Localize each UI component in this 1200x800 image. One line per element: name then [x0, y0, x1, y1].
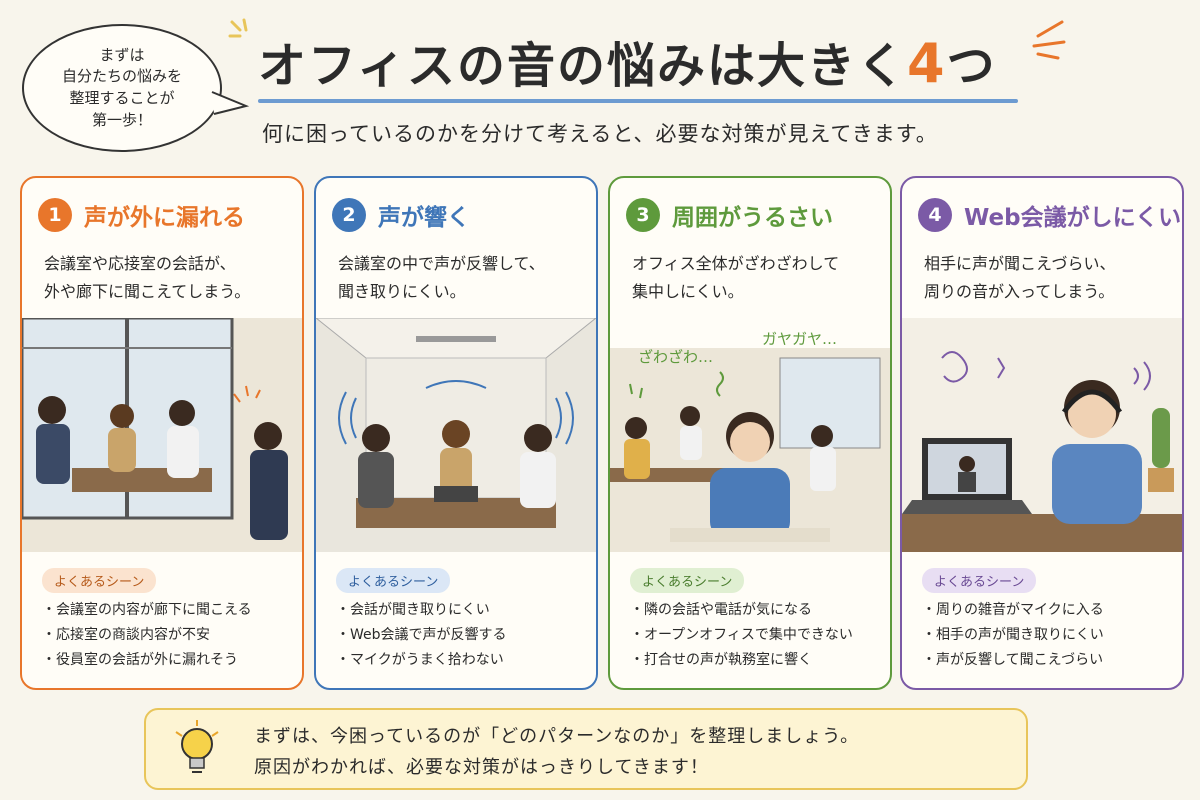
list-item: 会議室の内容が廊下に聞こえる [42, 598, 252, 623]
card-description: 会議室や応接室の会話が、 外や廊下に聞こえてしまう。 [44, 250, 294, 306]
meeting-room-illustration [22, 318, 302, 552]
title-suffix: つ [946, 38, 997, 94]
card-header: 2 声が響く [332, 198, 470, 232]
title-main: オフィスの音の悩みは大きく [258, 38, 908, 94]
card-number: 4 [918, 198, 952, 232]
desc-line: オフィス全体がざわざわして [632, 254, 840, 273]
card-header: 4 Web会議がしにくい [918, 198, 1181, 232]
scene-list: 会話が聞き取りにくい Web会議で声が反響する マイクがうまく拾わない [336, 598, 507, 674]
desc-line: 会議室や応接室の会話が、 [44, 254, 236, 273]
list-item: 隣の会話や電話が気になる [630, 598, 853, 623]
card-number: 2 [332, 198, 366, 232]
scene-list: 会議室の内容が廊下に聞こえる 応接室の商談内容が不安 役員室の会話が外に漏れそう [42, 598, 252, 674]
footer-line: まずは、今困っているのが「どのパターンなのか」を整理しましょう。 [254, 726, 860, 747]
title-number: 4 [907, 32, 947, 95]
card-number: 3 [626, 198, 660, 232]
sparkle-icon [228, 18, 248, 38]
bubble-line: 第一歩！ [91, 110, 152, 129]
list-item: オープンオフィスで集中できない [630, 623, 853, 648]
bubble-line: まずは [99, 45, 145, 64]
open-office-illustration [610, 348, 890, 552]
card-title: 周囲がうるさい [672, 205, 833, 231]
list-item: マイクがうまく拾わない [336, 648, 507, 673]
card-title: 声が響く [378, 205, 470, 231]
card-number: 1 [38, 198, 72, 232]
list-item: 相手の声が聞き取りにくい [922, 623, 1104, 648]
page-title: オフィスの音の悩みは大きく4つ [258, 26, 997, 96]
cards-container: 1 声が外に漏れる 会議室や応接室の会話が、 外や廊下に聞こえてしまう。 よくあ… [20, 176, 1184, 690]
desc-line: 相手に声が聞こえづらい、 [924, 254, 1116, 273]
bubble-tail-icon [211, 91, 250, 115]
card-header: 3 周囲がうるさい [626, 198, 833, 232]
scene-tag: よくあるシーン [630, 568, 745, 593]
card-header: 1 声が外に漏れる [38, 198, 245, 232]
scene-list: 隣の会話や電話が気になる オープンオフィスで集中できない 打合せの声が執務室に響… [630, 598, 853, 674]
card-voice-leak: 1 声が外に漏れる 会議室や応接室の会話が、 外や廊下に聞こえてしまう。 よくあ… [20, 176, 304, 690]
card-description: オフィス全体がざわざわして 集中しにくい。 [632, 250, 882, 306]
title-underline [258, 99, 1018, 103]
list-item: 応接室の商談内容が不安 [42, 623, 252, 648]
card-title: Web会議がしにくい [964, 205, 1182, 231]
lightbulb-icon [175, 720, 219, 773]
list-item: 打合せの声が執務室に響く [630, 648, 853, 673]
card-title: 声が外に漏れる [84, 205, 245, 231]
speech-bubble: まずは 自分たちの悩みを 整理することが 第一歩！ [22, 24, 222, 152]
list-item: 役員室の会話が外に漏れそう [42, 648, 252, 673]
scene-tag: よくあるシーン [42, 568, 157, 593]
card-web-meeting: 4 Web会議がしにくい 相手に声が聞こえづらい、 周りの音が入ってしまう。 よ… [900, 176, 1184, 690]
scene-tag: よくあるシーン [336, 568, 451, 593]
card-echo: 2 声が響く 会議室の中で声が反響して、 聞き取りにくい。 よくあるシーン 会話… [314, 176, 598, 690]
list-item: 周りの雑音がマイクに入る [922, 598, 1104, 623]
card-description: 相手に声が聞こえづらい、 周りの音が入ってしまう。 [924, 250, 1174, 306]
noise-label: ガヤガヤ… [762, 330, 838, 348]
desc-line: 周りの音が入ってしまう。 [924, 282, 1115, 301]
bubble-line: 整理することが [69, 89, 175, 107]
list-item: 会話が聞き取りにくい [336, 598, 507, 623]
card-noisy-surroundings: 3 周囲がうるさい オフィス全体がざわざわして 集中しにくい。 ざわざわ… ガヤ… [608, 176, 892, 690]
scene-list: 周りの雑音がマイクに入る 相手の声が聞き取りにくい 声が反響して聞こえづらい [922, 598, 1104, 674]
echo-room-illustration [316, 318, 596, 552]
sparkle-icon [1032, 20, 1066, 60]
desc-line: 聞き取りにくい。 [338, 282, 466, 301]
card-description: 会議室の中で声が反響して、 聞き取りにくい。 [338, 250, 588, 306]
list-item: Web会議で声が反響する [336, 623, 507, 648]
footer-text: まずは、今困っているのが「どのパターンなのか」を整理しましょう。 原因がわかれば… [254, 722, 859, 783]
desc-line: 会議室の中で声が反響して、 [338, 254, 545, 273]
footer-line: 原因がわかれば、必要な対策がはっきりしてきます！ [254, 756, 709, 778]
footer-note: まずは、今困っているのが「どのパターンなのか」を整理しましょう。 原因がわかれば… [144, 708, 1028, 790]
scene-tag: よくあるシーン [922, 568, 1037, 593]
list-item: 声が反響して聞こえづらい [922, 648, 1104, 673]
noise-label: ざわざわ… [638, 348, 714, 366]
web-meeting-illustration [902, 318, 1182, 552]
desc-line: 集中しにくい。 [632, 282, 744, 301]
desc-line: 外や廊下に聞こえてしまう。 [44, 282, 251, 301]
page-subtitle: 何に困っているのかを分けて考えると、必要な対策が見えてきます。 [262, 122, 938, 146]
bubble-line: 自分たちの悩みを [61, 67, 182, 86]
